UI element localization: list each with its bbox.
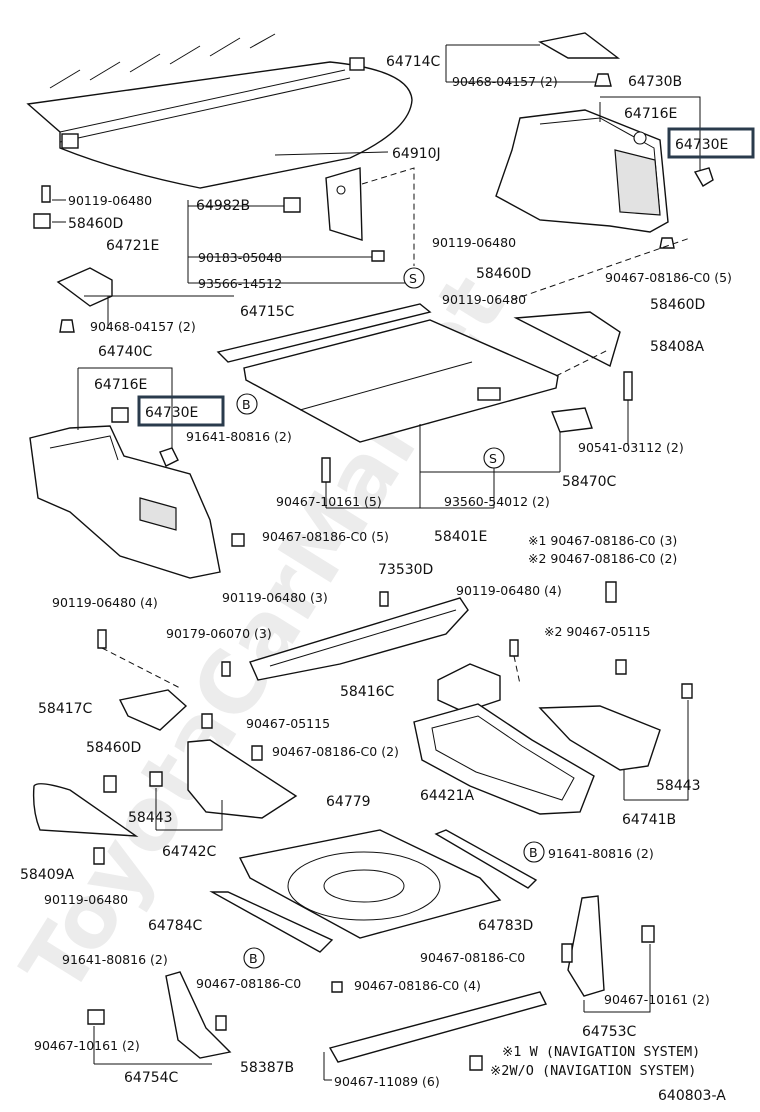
clip-58460d-a — [33, 213, 51, 229]
label-58460d-c: 58460D — [650, 297, 705, 313]
cover-piece-64714c — [538, 32, 621, 59]
label-90468-04157-b: 90468-04157 (2) — [90, 319, 196, 334]
symbol-s-2: S — [489, 451, 497, 466]
label-64783d: 64783D — [478, 918, 533, 934]
tray-64421a — [413, 703, 595, 815]
label-64779: 64779 — [326, 794, 371, 810]
trim-64754c — [165, 971, 232, 1059]
label-64716e-right: 64716E — [624, 106, 677, 122]
label-90179-06070: 90179-06070 (3) — [166, 626, 272, 641]
label-90467-10161-a: 90467-10161 (5) — [276, 494, 382, 509]
note-without-navigation: ※2W/O (NAVIGATION SYSTEM) — [490, 1063, 696, 1079]
label-64741b: 64741B — [622, 812, 676, 828]
scuff-plate-58387b — [328, 991, 548, 1063]
clip-90468-top — [594, 73, 612, 87]
cover-58409a — [32, 783, 139, 837]
symbol-b-1: B — [242, 397, 251, 412]
cover-64715c — [56, 267, 113, 307]
label-90119-06480-e: 90119-06480 (3) — [222, 590, 328, 605]
label-58443-b: 58443 — [656, 778, 701, 794]
label-91641-80816-a: 91641-80816 (2) — [186, 429, 292, 444]
label-58417c: 58417C — [38, 701, 93, 717]
label-note1-a: ※1 90467-08186-C0 (3) — [528, 533, 677, 548]
bracket-64783d — [434, 829, 538, 889]
label-58460d-d: 58460D — [86, 740, 141, 756]
label-90119-06480-g: 90119-06480 — [44, 892, 128, 907]
label-90467-08186-n: 90467-08186-C0 — [420, 950, 525, 965]
box-64742c — [187, 739, 298, 819]
label-note2-b: ※2 90467-05115 — [544, 624, 650, 639]
symbol-s-1: S — [409, 271, 417, 286]
label-64784c: 64784C — [148, 918, 203, 934]
tonneau-cover-64910j — [26, 33, 413, 189]
label-58460d-a: 58460D — [68, 216, 123, 232]
label-90467-08186-right: 90467-08186-C0 (5) — [605, 270, 732, 285]
label-90183-05048: 90183-05048 — [198, 250, 282, 265]
label-64730e-left: 64730E — [145, 405, 198, 421]
label-90119-06480-d: 90119-06480 (4) — [52, 595, 158, 610]
label-90467-08186-left: 90467-08186-C0 (5) — [262, 529, 389, 544]
trunk-side-trim-right — [495, 96, 701, 233]
label-58409a: 58409A — [20, 867, 75, 883]
label-90467-05115: 90467-05115 — [246, 716, 330, 731]
trim-58408a — [513, 311, 621, 368]
label-90119-06480-a: 90119-06480 — [68, 193, 152, 208]
label-91641-80816-c: 91641-80816 (2) — [62, 952, 168, 967]
label-90467-08186-m: 90467-08186-C0 (2) — [272, 744, 399, 759]
bracket-64784c — [209, 891, 334, 953]
label-58460d-b: 58460D — [476, 266, 531, 282]
label-64982b: 64982B — [196, 198, 250, 214]
label-64421a: 64421A — [420, 788, 475, 804]
label-58408a: 58408A — [650, 339, 705, 355]
label-90119-06480-f: 90119-06480 (4) — [456, 583, 562, 598]
bracket-58416c — [437, 663, 501, 713]
label-90467-10161-c: 90467-10161 (2) — [34, 1038, 140, 1053]
label-90541-03112: 90541-03112 (2) — [578, 440, 684, 455]
label-90468-04157-top: 90468-04157 (2) — [452, 74, 558, 89]
label-90467-10161-b: 90467-10161 (2) — [604, 992, 710, 1007]
label-58470c: 58470C — [562, 474, 617, 490]
label-90467-08186-p: 90467-08186-C0 (4) — [354, 978, 481, 993]
screw-90119-a — [41, 185, 51, 203]
label-58387b: 58387B — [240, 1060, 294, 1076]
label-64730b: 64730B — [628, 74, 682, 90]
boxed-label-64730e-left[interactable] — [137, 395, 225, 427]
label-64910j: 64910J — [392, 146, 441, 162]
spare-tire-cover-64779 — [238, 829, 502, 939]
boxed-label-64730e-right[interactable] — [667, 127, 755, 159]
deck-board-58401e — [216, 303, 559, 443]
box-64741b — [538, 705, 661, 771]
label-58401e: 58401E — [434, 529, 487, 545]
label-64715c: 64715C — [240, 304, 295, 320]
trim-64753c — [567, 895, 605, 997]
label-90119-06480-c: 90119-06480 — [442, 292, 526, 307]
label-64716e-left: 64716E — [94, 377, 147, 393]
label-91641-80816-b: 91641-80816 (2) — [548, 846, 654, 861]
label-64742c: 64742C — [162, 844, 217, 860]
label-93560-54012: 93560-54012 (2) — [444, 494, 550, 509]
bracket-58417c — [118, 689, 188, 731]
label-64721e: 64721E — [106, 238, 159, 254]
label-90467-11089: 90467-11089 (6) — [334, 1074, 440, 1089]
trunk-side-trim-left — [29, 367, 221, 579]
label-64753c: 64753C — [582, 1024, 637, 1040]
trim-panel-64721e — [325, 167, 363, 241]
hook-58470c — [551, 407, 593, 433]
label-note2-a: ※2 90467-08186-C0 (2) — [528, 551, 677, 566]
symbol-b-2: B — [529, 845, 538, 860]
label-93566-14512: 93566-14512 — [198, 276, 282, 291]
label-90119-06480-b: 90119-06480 — [432, 235, 516, 250]
label-58443-a: 58443 — [128, 810, 173, 826]
label-64740c: 64740C — [98, 344, 153, 360]
diagram-code: 640803-A — [658, 1088, 726, 1104]
label-64714c: 64714C — [386, 54, 441, 70]
label-64754c: 64754C — [124, 1070, 179, 1086]
label-64730e-right: 64730E — [675, 137, 728, 153]
label-90467-08186-o: 90467-08186-C0 — [196, 976, 301, 991]
symbol-b-3: B — [249, 951, 258, 966]
note-with-navigation: ※1 W (NAVIGATION SYSTEM) — [502, 1044, 700, 1060]
label-73530d: 73530D — [378, 562, 433, 578]
label-58416c: 58416C — [340, 684, 395, 700]
